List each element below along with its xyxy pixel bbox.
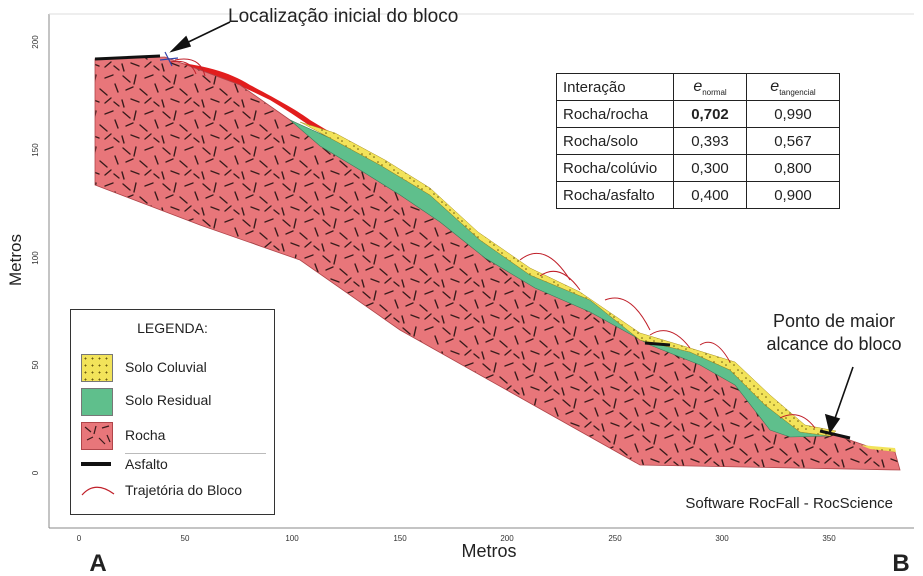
y-tick-50: 50 [31, 360, 40, 369]
legend-residual-label: Solo Residual [125, 392, 212, 408]
cell-tangential: 0,567 [746, 127, 840, 155]
e-tangential-sub: tangencial [779, 87, 816, 97]
legend-trajectory-label: Trajetória do Bloco [125, 482, 242, 498]
cell-interaction: Rocha/colúvio [556, 154, 674, 182]
legend-divider [125, 453, 266, 454]
x-tick-200: 200 [500, 534, 514, 543]
endpoint-a-label: A [89, 550, 106, 576]
e-tangential-symbol: e [770, 77, 780, 95]
start-location-label: Localização inicial do bloco [228, 6, 458, 27]
legend-title: LEGENDA: [137, 320, 208, 336]
x-tick-250: 250 [608, 534, 622, 543]
cell-normal: 0,300 [673, 154, 747, 182]
max-reach-label-line2: alcance do bloco [766, 334, 901, 354]
x-tick-100: 100 [285, 534, 299, 543]
cell-interaction: Rocha/asfalto [556, 181, 674, 209]
cell-normal: 0,702 [673, 100, 747, 128]
table-row: Rocha/colúvio 0,300 0,800 [556, 154, 840, 182]
colluvial-swatch [81, 354, 113, 382]
y-tick-200: 200 [31, 35, 40, 49]
cell-tangential: 0,990 [746, 100, 840, 128]
table-row: Rocha/solo 0,393 0,567 [556, 127, 840, 155]
cell-interaction: Rocha/solo [556, 127, 674, 155]
y-tick-100: 100 [31, 251, 40, 265]
cell-interaction: Rocha/rocha [556, 100, 674, 128]
start-marker [159, 51, 179, 67]
endpoint-b-label: B [892, 550, 909, 576]
cell-tangential: 0,900 [746, 181, 840, 209]
x-tick-300: 300 [715, 534, 729, 543]
residual-swatch [81, 388, 113, 416]
x-tick-0: 0 [77, 534, 82, 543]
rock-swatch-pattern [84, 425, 111, 445]
y-tick-150: 150 [31, 143, 40, 157]
cell-tangential: 0,800 [746, 154, 840, 182]
e-normal-symbol: e [693, 77, 703, 95]
header-e-tangential: etangencial [746, 73, 840, 101]
e-normal-sub: normal [702, 87, 727, 97]
plot-frame [48, 13, 914, 529]
block-trajectories [169, 58, 816, 429]
restitution-coefficients-table: Interação enormal etangencial Rocha/roch… [556, 73, 840, 209]
x-axis-ticks: 0 50 100 150 200 250 300 350 [77, 534, 836, 543]
x-axis-label: Metros [461, 541, 516, 561]
rock-swatch [81, 422, 113, 450]
max-reach-label-line1: Ponto de maior [773, 311, 895, 331]
legend-rock-label: Rocha [125, 427, 166, 443]
legend-box: LEGENDA: Solo Coluvial Solo Residual Roc… [70, 309, 275, 515]
table-row: Rocha/rocha 0,702 0,990 [556, 100, 840, 128]
table-header-row: Interação enormal etangencial [556, 73, 840, 101]
table-row: Rocha/asfalto 0,400 0,900 [556, 181, 840, 209]
legend-asphalt-label: Asfalto [125, 456, 168, 472]
cell-normal: 0,393 [673, 127, 747, 155]
x-tick-150: 150 [393, 534, 407, 543]
legend-colluvial-label: Solo Coluvial [125, 359, 207, 375]
header-interaction: Interação [556, 73, 674, 101]
x-tick-50: 50 [181, 534, 190, 543]
cell-normal: 0,400 [673, 181, 747, 209]
asphalt-segments [94, 54, 851, 440]
annotation-arrows [169, 21, 854, 434]
y-axis-label: Metros [6, 234, 25, 286]
trajectory-swatch [81, 486, 115, 496]
header-e-normal: enormal [673, 73, 747, 101]
y-tick-0: 0 [31, 470, 40, 475]
asphalt-swatch [81, 462, 111, 466]
colluvial-soil-toe [860, 445, 896, 452]
y-axis-ticks: 200 150 100 50 0 [31, 35, 40, 475]
software-credit: Software RocFall - RocScience [685, 495, 893, 512]
x-tick-350: 350 [822, 534, 836, 543]
